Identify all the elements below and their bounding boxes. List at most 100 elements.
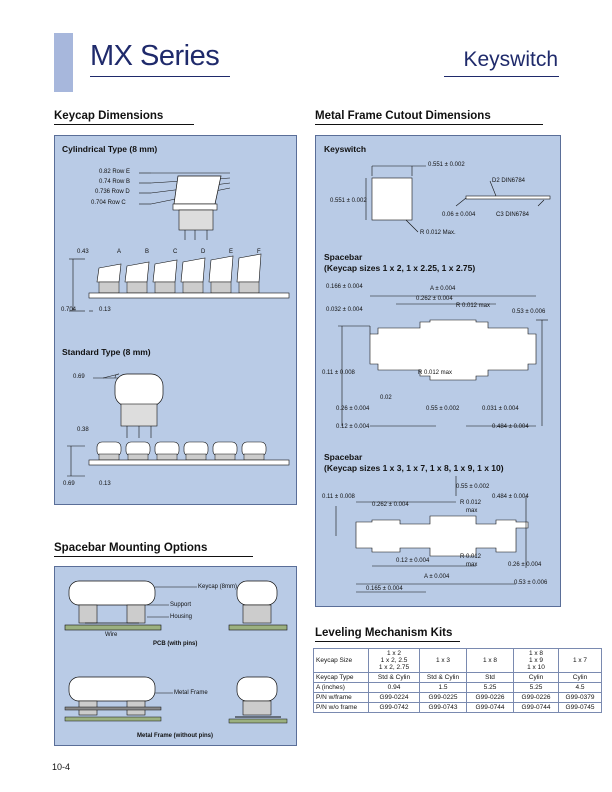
table-cell: Cylin — [558, 672, 602, 683]
table-cell: 0.94 — [368, 682, 420, 693]
k-dim-0551-top: 0.551 ± 0.002 — [428, 162, 465, 168]
dim-038: 0.38 — [77, 427, 89, 433]
series-title: MX Series — [90, 40, 220, 72]
table-cell: G99-0742 — [368, 702, 420, 713]
sb2-dim-0262: 0.262 ± 0.004 — [372, 502, 409, 508]
cylindrical-keycap — [96, 263, 122, 294]
k-dim-r: R 0.012 Max. — [420, 230, 456, 236]
table-cell: G99-0379 — [558, 692, 602, 703]
k-dim-d2: D2 DIN6784 — [492, 178, 526, 184]
dim-013-std: 0.13 — [99, 481, 111, 487]
table-cell: G99-0224 — [368, 692, 420, 703]
caption-metal-frame: Metal Frame (without pins) — [137, 733, 214, 739]
sb1-dim-0032: 0.032 ± 0.004 — [326, 307, 363, 313]
keycap-dimensions-panel: Cylindrical Type (8 mm) 0.82 Row E 0.74 … — [54, 135, 297, 505]
cylindrical-keycap — [124, 261, 150, 294]
standard-keycap — [183, 441, 209, 461]
row-letter-b: B — [145, 249, 150, 255]
table-cell: G99-0744 — [466, 702, 514, 713]
sb1-dim-0262: 0.262 ± 0.004 — [416, 296, 453, 302]
table-cell: 4.5 — [558, 682, 602, 693]
sb1-dim-a: A ± 0.004 — [430, 286, 456, 292]
spacebar-title-1: Spacebar — [324, 252, 363, 262]
label-keycap: Keycap (8mm) — [198, 584, 238, 590]
sb2-dim-max2: max — [466, 562, 478, 568]
standard-keycap — [212, 441, 238, 461]
row-letter-d: D — [201, 249, 206, 255]
row-letter-a: A — [117, 249, 122, 255]
sb1-dim-0166: 0.166 ± 0.004 — [326, 284, 363, 290]
row-letter-f: F — [257, 249, 261, 255]
table-cell: 1 x 8 — [466, 648, 514, 673]
heading-rule — [315, 641, 460, 642]
k-dim-c3: C3 DIN6784 — [496, 212, 530, 218]
row-header-cell: Keycap Size — [313, 648, 369, 673]
title-rule — [90, 76, 230, 77]
sb2-dim-a: A ± 0.004 — [424, 574, 450, 580]
row-header-cell: P/N w/frame — [313, 692, 369, 703]
row-header-cell: Keycap Type — [313, 672, 369, 683]
standard-keycap — [96, 441, 122, 461]
table-cell: 5.25 — [466, 682, 514, 693]
table-cell: G99-0225 — [419, 692, 467, 703]
dim-0704: 0.704 — [61, 307, 77, 313]
heading-keycap-dimensions: Keycap Dimensions — [54, 110, 164, 122]
table-cell: G99-0743 — [419, 702, 467, 713]
sb1-dim-r2: R 0.012 max — [418, 370, 453, 376]
standard-keycap-drawing — [67, 373, 290, 477]
sb1-dim-002: 0.02 — [380, 395, 392, 401]
sb2-dim-053: 0.53 ± 0.006 — [514, 580, 548, 586]
sb2-dim-055: 0.55 ± 0.002 — [456, 484, 490, 490]
standard-type-title: Standard Type (8 mm) — [62, 347, 151, 357]
heading-rule — [315, 124, 543, 125]
label-housing: Housing — [170, 614, 193, 620]
dim-069-bottom: 0.69 — [63, 481, 75, 487]
sb2-dim-r: R 0.012 — [460, 500, 482, 506]
page-number: 10-4 — [52, 762, 71, 772]
sb2-dim-026: 0.26 ± 0.004 — [508, 562, 542, 568]
k-dim-0551-left: 0.551 ± 0.002 — [330, 198, 367, 204]
table-cell: 1.5 — [419, 682, 467, 693]
table-cell: Std & Cylin — [368, 672, 420, 683]
label-support: Support — [170, 602, 192, 608]
row-label-b: 0.74 Row B — [99, 179, 131, 185]
row-label-e: 0.82 Row E — [99, 169, 131, 175]
sb1-dim-012: 0.12 ± 0.004 — [336, 424, 370, 430]
table-cell: Cylin — [513, 672, 559, 683]
spacebar-title-2: Spacebar — [324, 452, 363, 462]
heading-spacebar-mounting: Spacebar Mounting Options — [54, 542, 208, 554]
table-cell: G99-0745 — [558, 702, 602, 713]
sb2-dim-011: 0.11 ± 0.008 — [322, 494, 355, 500]
row-letter-e: E — [229, 249, 234, 255]
cylindrical-keycap — [152, 259, 178, 294]
header-accent-bar — [54, 33, 73, 92]
dim-069-top: 0.69 — [73, 374, 85, 380]
cylindrical-keycap — [236, 253, 262, 294]
row-label-c: 0.704 Row C — [91, 200, 126, 206]
table-cell: Std & Cylin — [419, 672, 467, 683]
sb1-dim-r: R 0.012 max — [456, 303, 491, 309]
sb1-dim-026: 0.26 ± 0.004 — [336, 406, 370, 412]
heading-metal-frame: Metal Frame Cutout Dimensions — [315, 110, 491, 122]
label-metal-frame: Metal Frame — [174, 690, 208, 696]
table-cell: 1 x 7 — [558, 648, 602, 673]
sb1-dim-0484: 0.484 ± 0.004 — [492, 424, 529, 430]
cylindrical-type-title: Cylindrical Type (8 mm) — [62, 144, 158, 154]
sb1-dim-011: 0.11 ± 0.008 — [322, 370, 355, 376]
heading-rule — [54, 124, 194, 125]
mounting-drawings — [64, 580, 288, 724]
sb2-dim-r2: R 0.012 — [460, 554, 482, 560]
sb1-dim-053: 0.53 ± 0.006 — [512, 309, 546, 315]
sb2-dim-012: 0.12 ± 0.004 — [396, 558, 430, 564]
heading-rule — [54, 556, 253, 557]
table-cell: 5.25 — [513, 682, 559, 693]
keyswitch-cutout-title: Keyswitch — [324, 144, 367, 154]
table-cell: G99-0744 — [513, 702, 559, 713]
k-dim-006: 0.06 ± 0.004 — [442, 212, 476, 218]
